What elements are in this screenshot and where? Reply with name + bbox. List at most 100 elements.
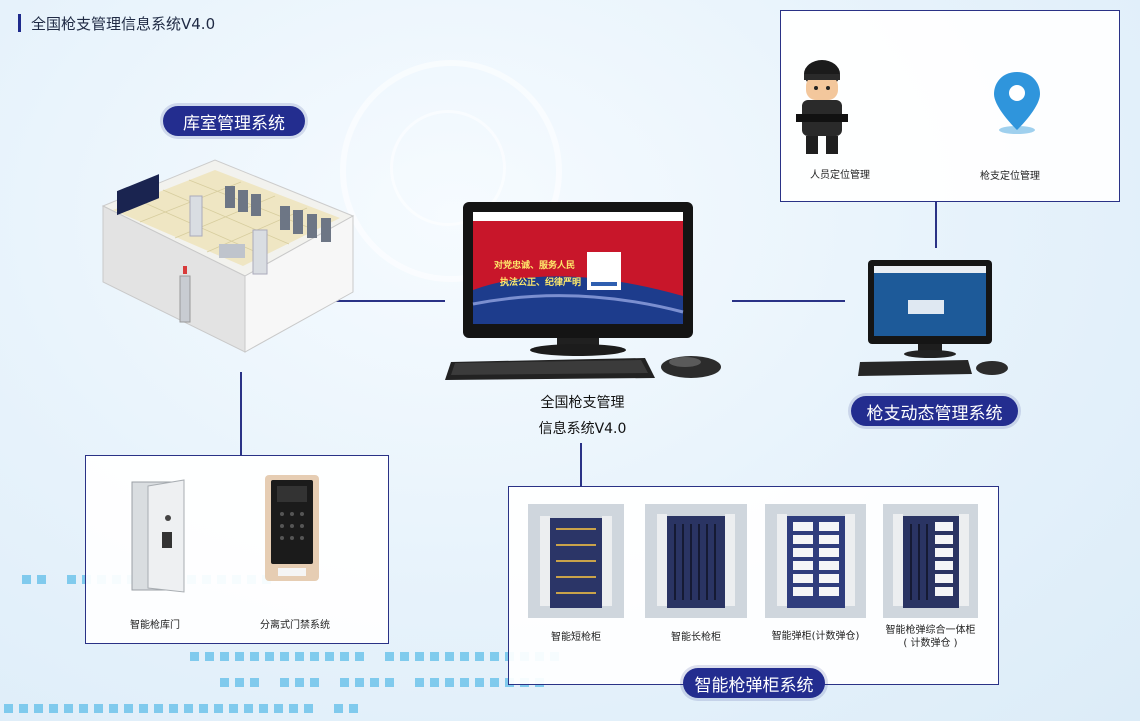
bg-square	[22, 575, 31, 584]
bg-square	[220, 678, 229, 687]
header-mark	[18, 14, 21, 32]
access-control-panel-icon	[265, 475, 319, 581]
connector-line	[935, 202, 937, 248]
cabinet-card-combo	[883, 504, 978, 618]
bg-square	[310, 652, 319, 661]
cabinet-label-ammo: 智能弹柜(计数弹仓)	[771, 631, 860, 642]
bg-square	[340, 652, 349, 661]
bg-square	[4, 704, 13, 713]
access-control-label: 分离式门禁系统	[260, 620, 330, 631]
dynamic-computer	[858, 260, 1008, 376]
bg-square	[349, 704, 358, 713]
bg-ring	[390, 110, 506, 226]
bg-square	[355, 678, 364, 687]
bg-square	[265, 652, 274, 661]
bg-square	[205, 652, 214, 661]
bg-square	[445, 652, 454, 661]
bg-square	[304, 704, 313, 713]
bg-square	[199, 704, 208, 713]
cabinet-card-short-gun	[528, 504, 624, 618]
short-gun-cabinet-icon	[540, 516, 612, 608]
bg-square	[94, 704, 103, 713]
warehouse-system-label: 库室管理系统	[163, 106, 305, 136]
dynamic-label-text: 枪支动态管理系统	[866, 403, 1003, 424]
page-header: 全国枪支管理信息系统V4.0	[18, 12, 215, 34]
smart-vault-door-icon	[131, 479, 185, 593]
long-gun-cabinet-icon	[657, 514, 735, 608]
bg-square	[250, 652, 259, 661]
bg-square	[385, 678, 394, 687]
bg-square	[139, 704, 148, 713]
bg-ring	[340, 60, 562, 282]
bg-square	[235, 678, 244, 687]
warehouse-illustration	[101, 159, 355, 353]
gun-location-label: 枪支定位管理	[980, 171, 1040, 182]
cabinet-label-short-gun: 智能短枪柜	[551, 632, 601, 643]
connector-line	[332, 300, 445, 302]
bg-square	[490, 678, 499, 687]
bg-square	[430, 652, 439, 661]
bg-square	[169, 704, 178, 713]
bg-square	[295, 652, 304, 661]
central-label-line2: 信息系统V4.0	[538, 421, 627, 437]
cabinet-card-ammo	[765, 504, 866, 618]
person-location-label: 人员定位管理	[810, 170, 870, 181]
bg-square	[154, 704, 163, 713]
bg-square	[415, 678, 424, 687]
bg-square	[310, 678, 319, 687]
bg-square	[124, 704, 133, 713]
bg-square	[109, 704, 118, 713]
police-officer-icon	[796, 60, 848, 154]
bg-square	[490, 652, 499, 661]
dynamic-system-label: 枪支动态管理系统	[851, 396, 1018, 426]
central-system-label: 全国枪支管理 信息系统V4.0	[510, 390, 655, 442]
bg-square	[64, 704, 73, 713]
bg-square	[280, 652, 289, 661]
bg-square	[280, 678, 289, 687]
smart-vault-door-label: 智能枪库门	[130, 620, 180, 631]
bg-square	[274, 704, 283, 713]
connector-line	[240, 372, 242, 456]
bg-square	[184, 704, 193, 713]
bg-square	[259, 704, 268, 713]
cabinet-label-combo-line1: 智能枪弹综合一体柜	[885, 625, 976, 636]
bg-square	[19, 704, 28, 713]
screen-slogan-2: 执法公正、纪律严明	[500, 278, 582, 288]
page-title: 全国枪支管理信息系统V4.0	[31, 14, 216, 33]
bg-square	[415, 652, 424, 661]
cabinet-label-combo: 智能枪弹综合一体柜 ( 计数弹仓 )	[873, 624, 988, 650]
cabinet-card-long-gun	[645, 504, 747, 618]
bg-square	[67, 575, 76, 584]
bg-square	[370, 678, 379, 687]
bg-square	[37, 575, 46, 584]
connector-line	[580, 443, 582, 486]
bg-square	[295, 678, 304, 687]
bg-square	[220, 652, 229, 661]
bg-square	[340, 678, 349, 687]
bg-square	[229, 704, 238, 713]
cabinet-label-text: 智能枪弹柜系统	[694, 675, 814, 696]
ammo-cabinet-icon	[777, 514, 855, 608]
cabinet-system-label: 智能枪弹柜系统	[683, 668, 825, 698]
location-pin-icon	[994, 72, 1040, 134]
bg-square	[34, 704, 43, 713]
connector-line	[732, 300, 845, 302]
bg-square	[445, 678, 454, 687]
warehouse-label-text: 库室管理系统	[183, 113, 285, 134]
bg-square	[244, 704, 253, 713]
bg-square	[214, 704, 223, 713]
central-label-line1: 全国枪支管理	[540, 395, 625, 411]
central-computer	[445, 202, 721, 380]
cabinet-label-combo-line2: ( 计数弹仓 )	[903, 638, 958, 649]
bg-square	[430, 678, 439, 687]
cabinet-label-long-gun: 智能长枪柜	[671, 632, 721, 643]
screen-slogan-1: 对党忠诚、服务人民	[494, 261, 576, 271]
bg-square	[289, 704, 298, 713]
combo-cabinet-icon	[893, 514, 969, 608]
bg-square	[460, 652, 469, 661]
bg-square	[190, 652, 199, 661]
bg-square	[325, 652, 334, 661]
bg-square	[235, 652, 244, 661]
bg-square	[79, 704, 88, 713]
bg-square	[250, 678, 259, 687]
